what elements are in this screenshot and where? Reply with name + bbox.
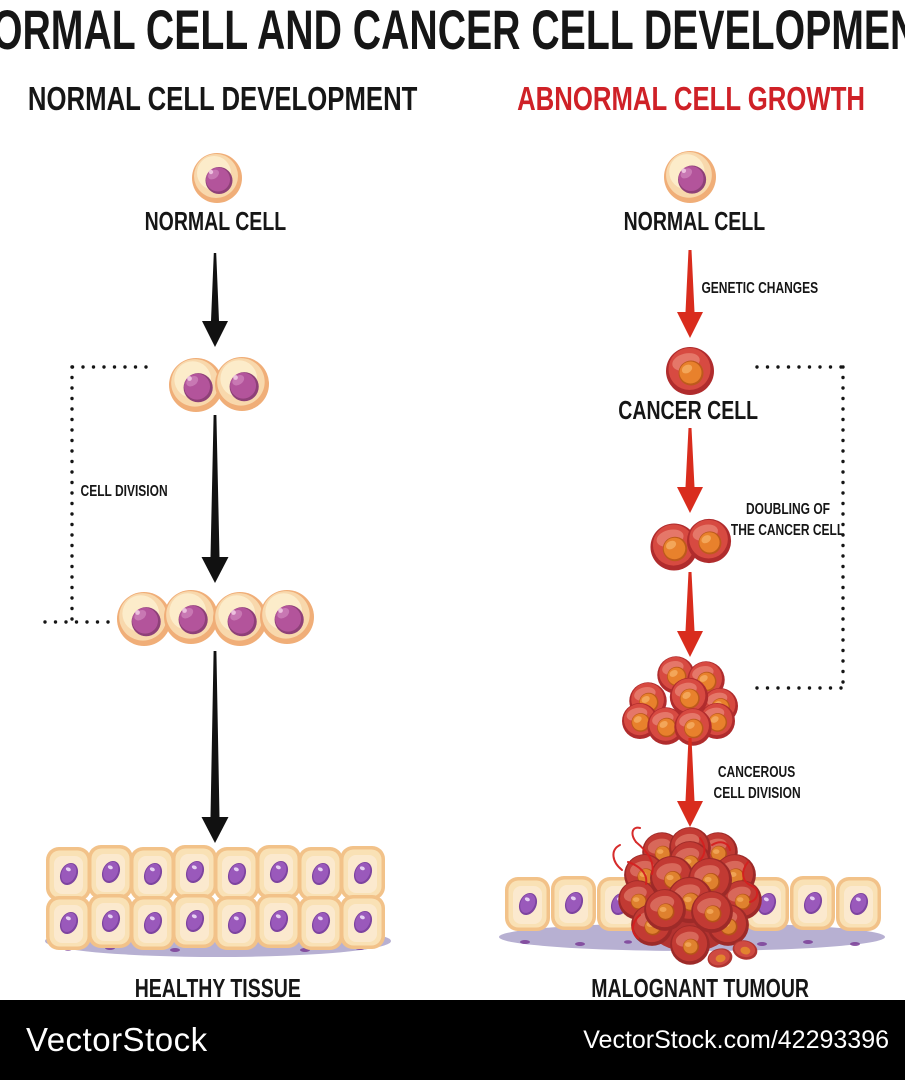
healthy-tissue-illustration [45, 845, 391, 957]
malignant-tumour-illustration [499, 826, 885, 970]
cancer-cell-cluster-illustration [622, 656, 738, 746]
main-title: NORMAL CELL AND CANCER CELL DEVELOPMENT [0, 0, 905, 61]
two-normal-cells-illustration [169, 357, 269, 412]
doubling-label-line2: THE CANCER CELL [731, 521, 845, 539]
normal-cell-illustration [192, 153, 242, 203]
black-arrow-1 [202, 253, 228, 347]
cancerous-division-line1: CANCEROUS [718, 763, 796, 781]
watermark-bar: VectorStock VectorStock.com/42293396 [0, 1000, 905, 1080]
image-credit-url: VectorStock.com/42293396 [583, 1025, 889, 1054]
four-normal-cells-illustration [117, 590, 314, 646]
right-column-heading: ABNORMAL CELL GROWTH [517, 80, 865, 117]
black-arrow-2 [201, 415, 229, 583]
right-dotted-bracket [755, 365, 845, 690]
left-dotted-bracket [43, 365, 148, 624]
cell-division-label: CELL DIVISION [80, 482, 168, 500]
healthy-tissue-label: HEALTHY TISSUE [134, 972, 302, 1003]
malignant-tumour-label: MALOGNANT TUMOUR [591, 972, 809, 1003]
tumour-blood-vessels [612, 826, 758, 939]
red-arrow-1 [677, 250, 703, 338]
red-arrow-4 [677, 738, 703, 827]
black-arrow-3 [201, 651, 229, 843]
vectorstock-logo: VectorStock [26, 1021, 208, 1058]
cancer-cell-illustration [666, 347, 714, 395]
normal-cell-right-illustration [664, 151, 716, 203]
cancer-cell-label: CANCER CELL [618, 394, 758, 425]
red-arrow-2 [677, 428, 703, 513]
cancerous-division-line2: CELL DIVISION [713, 784, 801, 802]
doubling-label-line1: DOUBLING OF [746, 500, 830, 518]
left-column-heading: NORMAL CELL DEVELOPMENT [28, 80, 418, 117]
red-arrow-3 [677, 572, 703, 657]
normal-cell-label-left: NORMAL CELL [144, 205, 286, 236]
normal-cell-label-right: NORMAL CELL [623, 205, 765, 236]
genetic-changes-label: GENETIC CHANGES [701, 279, 819, 297]
